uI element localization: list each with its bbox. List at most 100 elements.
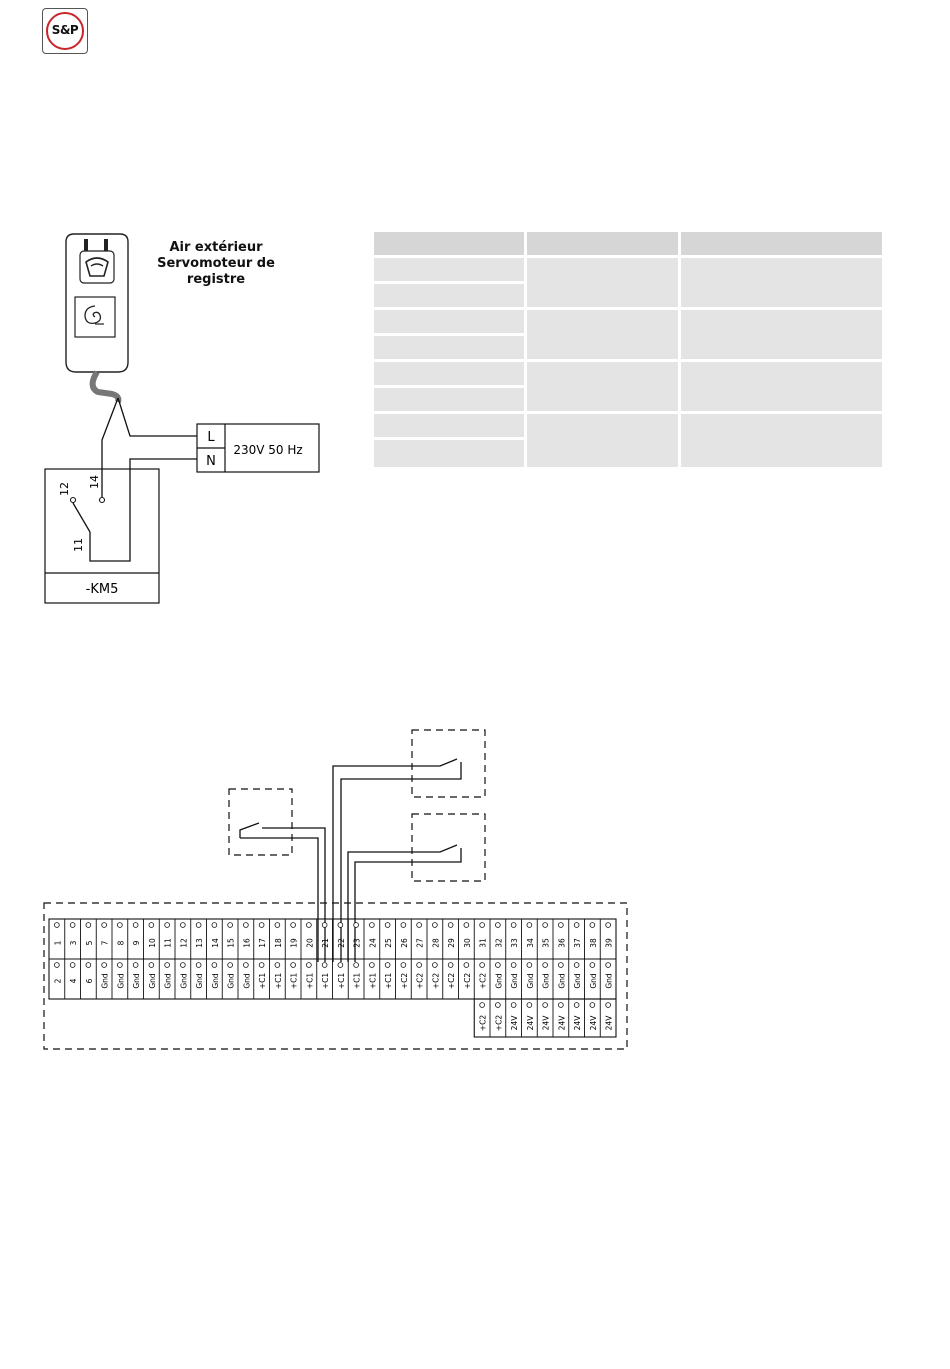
terminal-screw [243, 922, 249, 928]
terminal-screw [542, 1002, 548, 1008]
terminal-label-extra: 24V [589, 1015, 598, 1031]
terminal-label-bottom: +C1 [274, 973, 283, 990]
terminal-screw [54, 962, 60, 968]
terminal-screw [432, 962, 438, 968]
terminal-screw [432, 922, 438, 928]
supply-voltage-label: 230V 50 Hz [233, 443, 302, 457]
table-cell [681, 310, 882, 359]
terminal-screw [605, 1002, 611, 1008]
terminal-label-bottom: +C2 [400, 973, 409, 990]
terminal-label-top: 21 [321, 938, 330, 948]
terminal-label-extra: 24V [510, 1015, 519, 1031]
table-cell [374, 440, 524, 467]
relay-km5: -KM5 12 14 11 [44, 468, 160, 604]
switch-contacts [239, 758, 462, 962]
terminal-screw [526, 1002, 533, 1008]
terminal-screw [558, 1002, 564, 1008]
terminal-label-top: 37 [573, 938, 582, 948]
table-cell [374, 362, 524, 385]
spiral-icon [74, 296, 116, 338]
terminal-label-bottom: +C1 [321, 973, 330, 990]
terminal-screw [243, 962, 249, 968]
supply-n-label: N [206, 454, 216, 469]
terminal-label-top: 39 [605, 938, 614, 948]
terminal-screw [306, 922, 312, 928]
terminal-label-top: 9 [132, 940, 141, 945]
terminal-screw [337, 962, 344, 968]
terminal-screw [353, 962, 359, 968]
terminal-screw [542, 962, 548, 968]
terminal-label-bottom: Gnd [148, 973, 157, 989]
terminal-screw [321, 962, 328, 968]
terminal-label-top: 20 [305, 938, 314, 948]
table-cell [527, 362, 678, 411]
table-cell [681, 258, 882, 307]
terminal-screw [290, 922, 296, 928]
terminal-label-bottom: +C1 [258, 973, 267, 990]
terminal-screw [573, 922, 580, 928]
terminal-screw [227, 962, 233, 968]
terminal-screw [164, 962, 170, 968]
terminal-label-top: 18 [274, 938, 283, 948]
terminal-label-top: 14 [211, 938, 220, 948]
terminal-label-top: 28 [431, 938, 440, 948]
table-header-cell [374, 232, 524, 255]
terminal-label-top: 3 [69, 940, 78, 945]
terminal-screw [227, 922, 233, 928]
terminal-screw [447, 922, 454, 928]
terminal-label-extra: 24V [573, 1015, 582, 1031]
terminal-label-top: 22 [337, 938, 346, 948]
terminal-label-bottom: Gnd [211, 973, 220, 989]
supply-l-label: L [207, 430, 215, 445]
terminal-label-bottom: +C2 [479, 973, 488, 990]
terminal-label-bottom: Gnd [542, 973, 551, 989]
terminal-label-top: 25 [384, 938, 393, 948]
terminal-screw [589, 1002, 596, 1008]
logo-text: S&P [51, 23, 79, 37]
relay-name: -KM5 [86, 582, 119, 597]
terminal-screw [447, 962, 454, 968]
terminal-label-top: 16 [242, 938, 251, 948]
terminal-screw [510, 962, 517, 968]
terminal-label-bottom: Gnd [494, 973, 503, 989]
terminal-label-bottom: Gnd [242, 973, 251, 989]
terminal-label-extra: 24V [605, 1015, 614, 1031]
switch-box-left [228, 788, 293, 856]
terminal-screw [195, 922, 202, 928]
terminal-screw [211, 962, 218, 968]
table-cell [527, 310, 678, 359]
brand-logo: S&P [42, 8, 88, 54]
terminal-screw [290, 962, 296, 968]
terminal-screw [117, 922, 123, 928]
switch-box-top-right [411, 729, 486, 798]
terminal-screw [54, 922, 60, 928]
terminal-label-top: 35 [542, 938, 551, 948]
table-cell [681, 414, 882, 467]
terminal-label-top: 17 [258, 938, 267, 948]
terminal-label-extra: +C2 [479, 1015, 488, 1032]
table-cell [374, 284, 524, 307]
terminal-screw [384, 962, 391, 968]
terminal-screw [117, 962, 123, 968]
terminal-label-top: 32 [494, 938, 503, 948]
relay-pin-12: 12 [58, 482, 71, 496]
terminal-screw [479, 1002, 485, 1008]
servo-wires [89, 397, 197, 562]
switch-box-mid-right [411, 813, 486, 882]
terminal-screw [211, 922, 218, 928]
terminal-screw [605, 962, 611, 968]
terminal-screw [416, 962, 422, 968]
table-cell [374, 310, 524, 333]
terminal-label-top: 11 [164, 938, 173, 948]
terminal-label-extra: 24V [542, 1015, 551, 1031]
terminal-screw [558, 922, 564, 928]
table-header-cell [527, 232, 678, 255]
terminal-label-bottom: Gnd [164, 973, 173, 989]
terminal-screw [573, 962, 580, 968]
terminal-screw [495, 962, 501, 968]
terminal-label-bottom: Gnd [179, 973, 188, 989]
terminal-screw [69, 962, 76, 968]
terminal-screw [542, 922, 548, 928]
terminal-label-top: 27 [416, 938, 425, 948]
terminal-label-bottom: Gnd [589, 973, 598, 989]
